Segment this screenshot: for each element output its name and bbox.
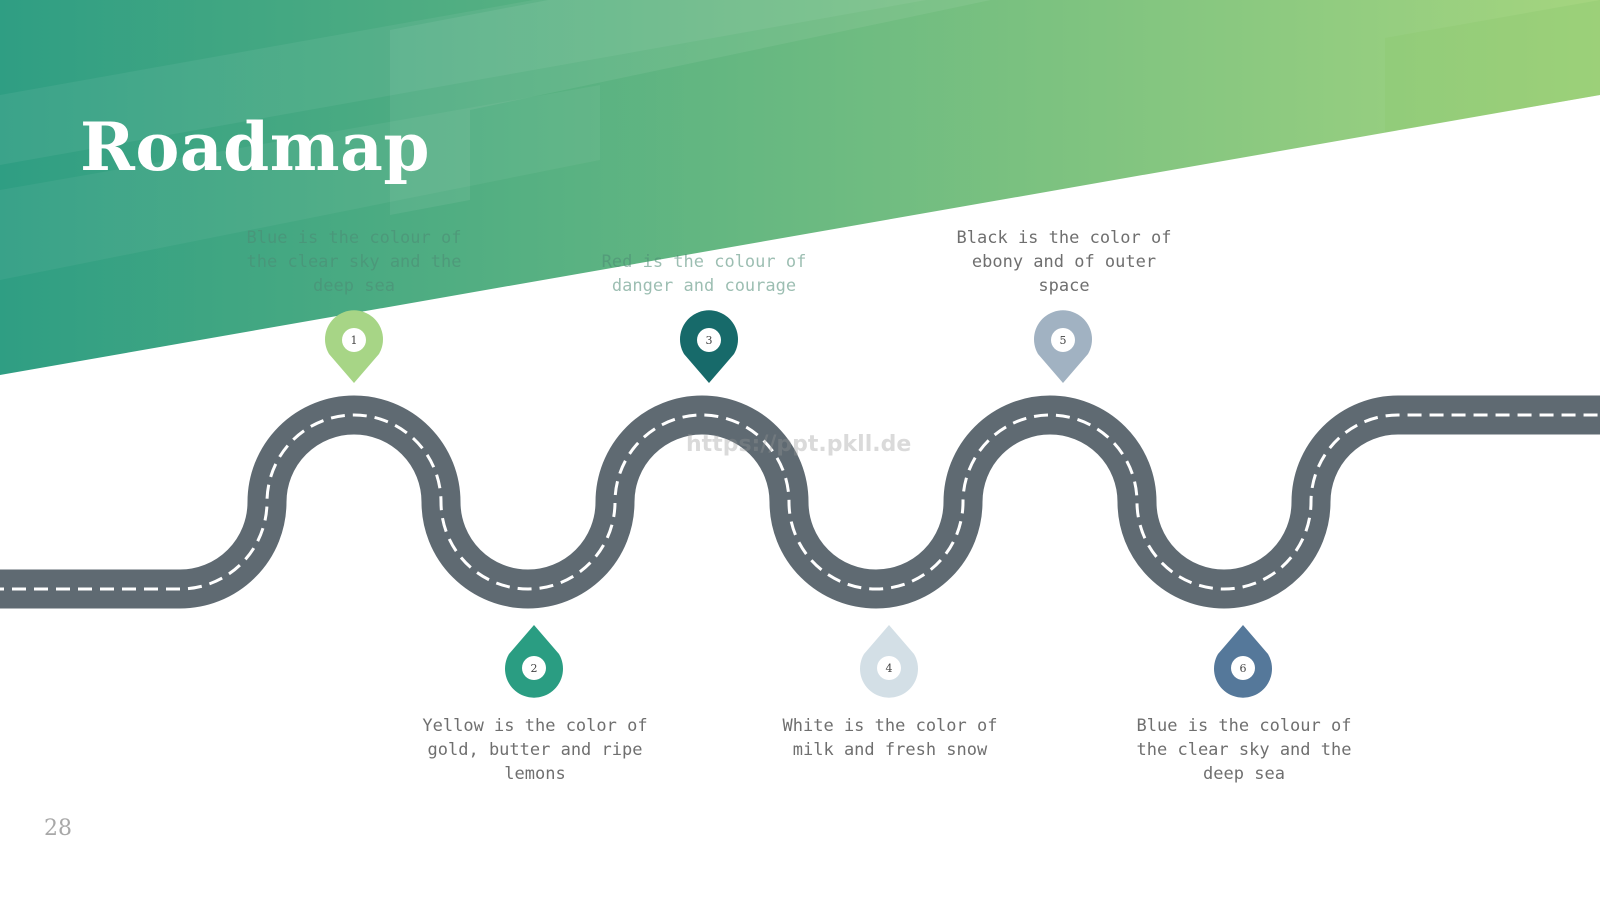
watermark: https://ppt.pkll.de: [686, 432, 912, 457]
milestone-3-text: Red is the colour of danger and courage: [601, 252, 807, 296]
milestone-marker-center-4: [877, 656, 901, 680]
milestone-2-text: Yellow is the color of gold, butter and …: [422, 716, 648, 784]
page-number: 28: [44, 816, 72, 841]
road-center-line: [0, 413, 1600, 591]
milestone-number-6: 6: [1240, 662, 1247, 675]
milestone-marker-center-3: [697, 328, 721, 352]
milestone-pin-2: 2: [504, 625, 563, 698]
milestone-6-text: Blue is the colour of the clear sky and …: [1136, 716, 1352, 784]
milestone-pin-3: 3: [680, 310, 738, 383]
milestone-marker-center-1: [342, 328, 366, 352]
milestone-pin-4: 4: [860, 625, 919, 698]
milestone-number-1: 1: [351, 334, 358, 347]
milestone-number-2: 2: [531, 662, 538, 675]
header-band: [0, 0, 1600, 375]
milestone-pin-6: 6: [1214, 625, 1273, 698]
milestone-pin-1: 1: [325, 310, 383, 383]
milestone-number-5: 5: [1060, 334, 1067, 347]
milestone-1-text: Blue is the colour of the clear sky and …: [246, 228, 462, 296]
milestone-4-text: White is the color of milk and fresh sno…: [782, 716, 998, 760]
milestone-marker-center-2: [522, 656, 546, 680]
milestone-pin-5: 5: [1034, 310, 1092, 383]
milestone-marker-center-5: [1051, 328, 1075, 352]
milestone-number-4: 4: [886, 662, 893, 675]
milestone-5-text: Black is the color of ebony and of outer…: [956, 228, 1172, 296]
milestone-pins: 1 2 3 4 5 6: [325, 310, 1273, 698]
road: [0, 395, 1600, 609]
page-title: Roadmap: [80, 108, 431, 186]
milestone-number-3: 3: [706, 334, 713, 347]
milestone-marker-center-6: [1231, 656, 1255, 680]
